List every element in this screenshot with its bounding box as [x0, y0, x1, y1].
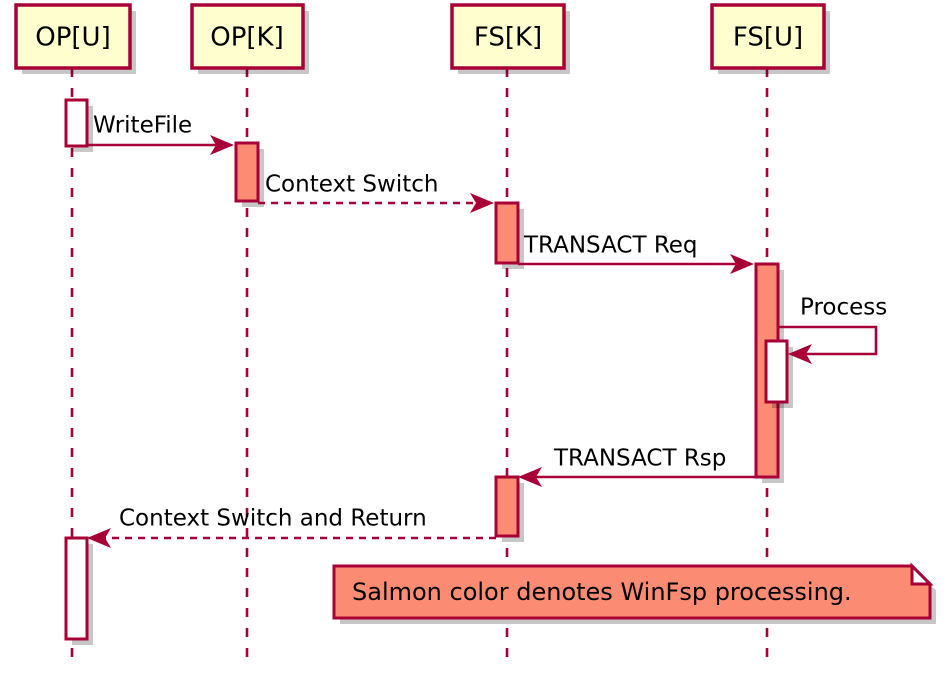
- participant-op-k[interactable]: OP[K]: [190, 3, 309, 74]
- note-salmon[interactable]: Salmon color denotes WinFsp processing.: [332, 562, 936, 624]
- activation-fs-u-2[interactable]: [764, 339, 789, 404]
- message-process-arrowhead: [788, 344, 812, 364]
- note-salmon-body[interactable]: [332, 564, 932, 620]
- message-process[interactable]: Process: [778, 295, 887, 365]
- activation-fs-k-1[interactable]: [494, 201, 520, 265]
- message-context-switch[interactable]: Context Switch: [258, 172, 494, 214]
- message-writefile-label: WriteFile: [93, 113, 192, 139]
- message-transact-rsp-arrowhead: [518, 467, 542, 487]
- participant-op-k-label: OP[K]: [210, 23, 283, 53]
- activation-op-u-1[interactable]: [64, 98, 89, 148]
- activation-op-k-1[interactable]: [234, 141, 260, 203]
- message-transact-req-arrowhead: [730, 254, 754, 274]
- participant-fs-u[interactable]: FS[U]: [710, 3, 830, 74]
- note-salmon-fold-corner: [910, 562, 934, 586]
- messages-layer: WriteFile Context Switch TRANSACT Req Pr…: [87, 113, 887, 549]
- activations-layer: [64, 98, 793, 645]
- participant-fs-k-box[interactable]: [450, 3, 566, 70]
- activation-fs-k-2[interactable]: [494, 475, 520, 538]
- participant-op-u-label: OP[U]: [35, 23, 110, 53]
- participant-fs-k[interactable]: FS[K]: [450, 3, 570, 74]
- message-context-switch-and-return-label: Context Switch and Return: [119, 506, 427, 532]
- message-context-switch-and-return-arrowhead: [87, 528, 111, 548]
- message-transact-req-label: TRANSACT Req: [523, 233, 698, 259]
- message-context-switch-and-return[interactable]: Context Switch and Return: [87, 506, 496, 549]
- participant-fs-k-label: FS[K]: [474, 23, 542, 53]
- message-writefile-arrowhead: [210, 135, 234, 155]
- participant-op-k-box[interactable]: [190, 3, 305, 70]
- participant-op-u[interactable]: OP[U]: [14, 3, 136, 74]
- message-writefile[interactable]: WriteFile: [87, 113, 234, 156]
- message-process-label: Process: [800, 295, 887, 321]
- message-process-line: [778, 325, 878, 356]
- message-context-switch-label: Context Switch: [265, 172, 438, 198]
- message-transact-rsp[interactable]: TRANSACT Rsp: [518, 446, 756, 488]
- participant-fs-u-box[interactable]: [710, 3, 826, 70]
- activation-op-u-2[interactable]: [64, 536, 89, 641]
- message-transact-rsp-label: TRANSACT Rsp: [553, 446, 726, 472]
- participant-op-u-box[interactable]: [14, 3, 132, 70]
- message-transact-req[interactable]: TRANSACT Req: [518, 233, 754, 275]
- note-salmon-text: Salmon color denotes WinFsp processing.: [352, 578, 852, 606]
- message-context-switch-arrowhead: [470, 193, 494, 213]
- participants-layer: OP[U] OP[K] FS[K] FS[U]: [14, 3, 830, 74]
- participant-fs-u-label: FS[U]: [733, 23, 803, 53]
